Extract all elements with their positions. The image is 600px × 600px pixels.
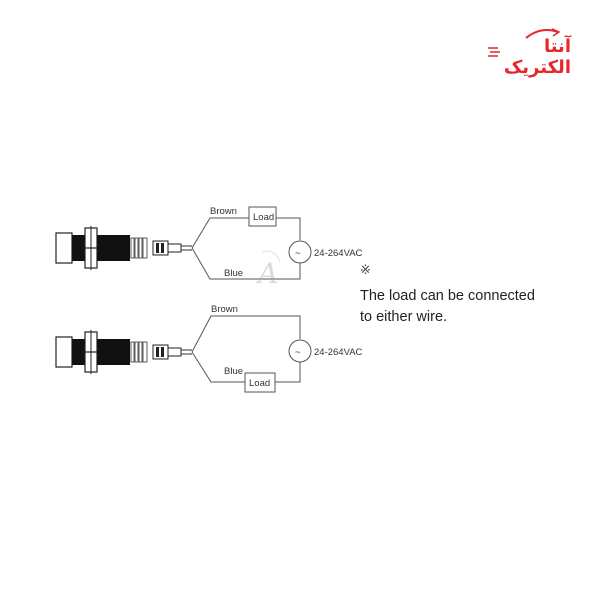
brown-wire-label: Brown [211, 304, 238, 315]
circuit-1: Brown Load ~ 24-264VAC Blue [210, 206, 363, 279]
blue-wire-label: Blue [224, 366, 243, 377]
ac-symbol: ~ [295, 248, 301, 259]
brown-wire-label: Brown [210, 206, 237, 217]
voltage-label: 24-264VAC [314, 347, 363, 358]
ac-source-icon [288, 240, 312, 264]
load-box [244, 372, 276, 393]
circuit-2-wires [191, 315, 301, 383]
ac-source-icon [288, 339, 312, 363]
note-block: ※ The load can be connected to either wi… [360, 262, 535, 328]
proximity-sensor-1 [55, 226, 192, 270]
blue-wire-label: Blue [224, 268, 243, 279]
circuit-1-wires [191, 217, 301, 280]
proximity-sensor-2 [55, 330, 192, 374]
logo-text: آنتا الکتریک [503, 36, 572, 78]
note-line-2: to either wire. [360, 309, 448, 325]
svg-text:A: A [255, 257, 278, 290]
logo-swoosh-icon [488, 28, 561, 57]
note-line-1: The load can be connected [360, 288, 535, 304]
reference-mark-icon: ※ [360, 262, 371, 277]
load-label: Load [253, 212, 274, 223]
watermark-logo: A [255, 250, 281, 290]
brand-logo: آنتا الکتریک [486, 26, 572, 78]
load-label: Load [249, 378, 270, 389]
load-box [248, 206, 277, 227]
circuit-2: Brown ~ 24-264VAC Blue Load [211, 304, 363, 393]
ac-symbol: ~ [295, 347, 301, 358]
voltage-label: 24-264VAC [314, 248, 363, 259]
